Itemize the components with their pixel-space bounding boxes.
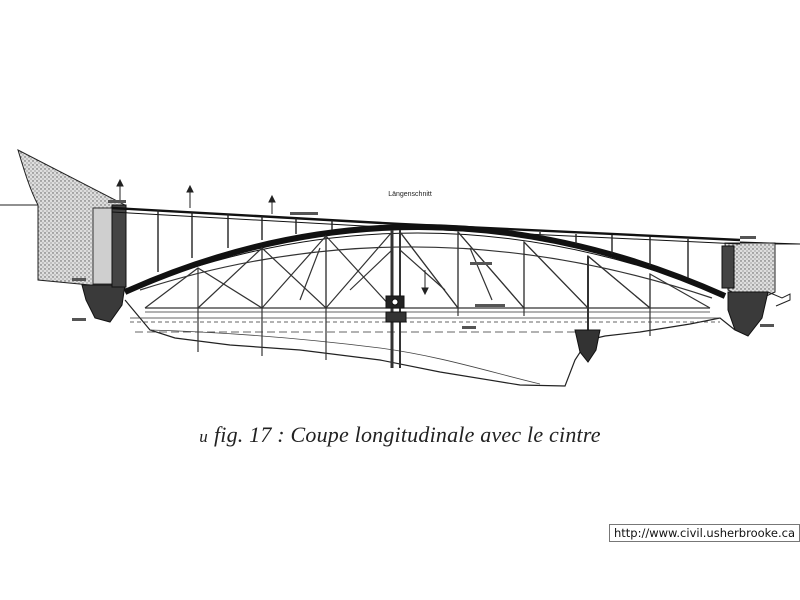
level-tags: [72, 200, 774, 329]
right-abutment: [721, 242, 791, 337]
riverbed-inner-line: [149, 329, 541, 385]
centering-falsework: [139, 230, 713, 368]
source-url-label: http://www.civil.usherbrooke.ca: [609, 524, 800, 542]
spandrel-columns: [157, 210, 689, 278]
level-markers: [116, 178, 429, 296]
crown-detail: [385, 295, 405, 309]
caption-marker: u: [199, 427, 208, 446]
riverbed-outline: [124, 299, 736, 387]
water-level-lines: [130, 317, 720, 333]
left-abutment: [17, 149, 127, 323]
drawing-heading: Längenschnitt: [388, 191, 432, 198]
main-arch: [123, 224, 727, 299]
figure-caption: u fig. 17 : Coupe longitudinale avec le c…: [0, 422, 800, 448]
caption-text: fig. 17 : Coupe longitudinale avec le ci…: [213, 422, 601, 447]
river-pier-supports: [385, 311, 601, 363]
